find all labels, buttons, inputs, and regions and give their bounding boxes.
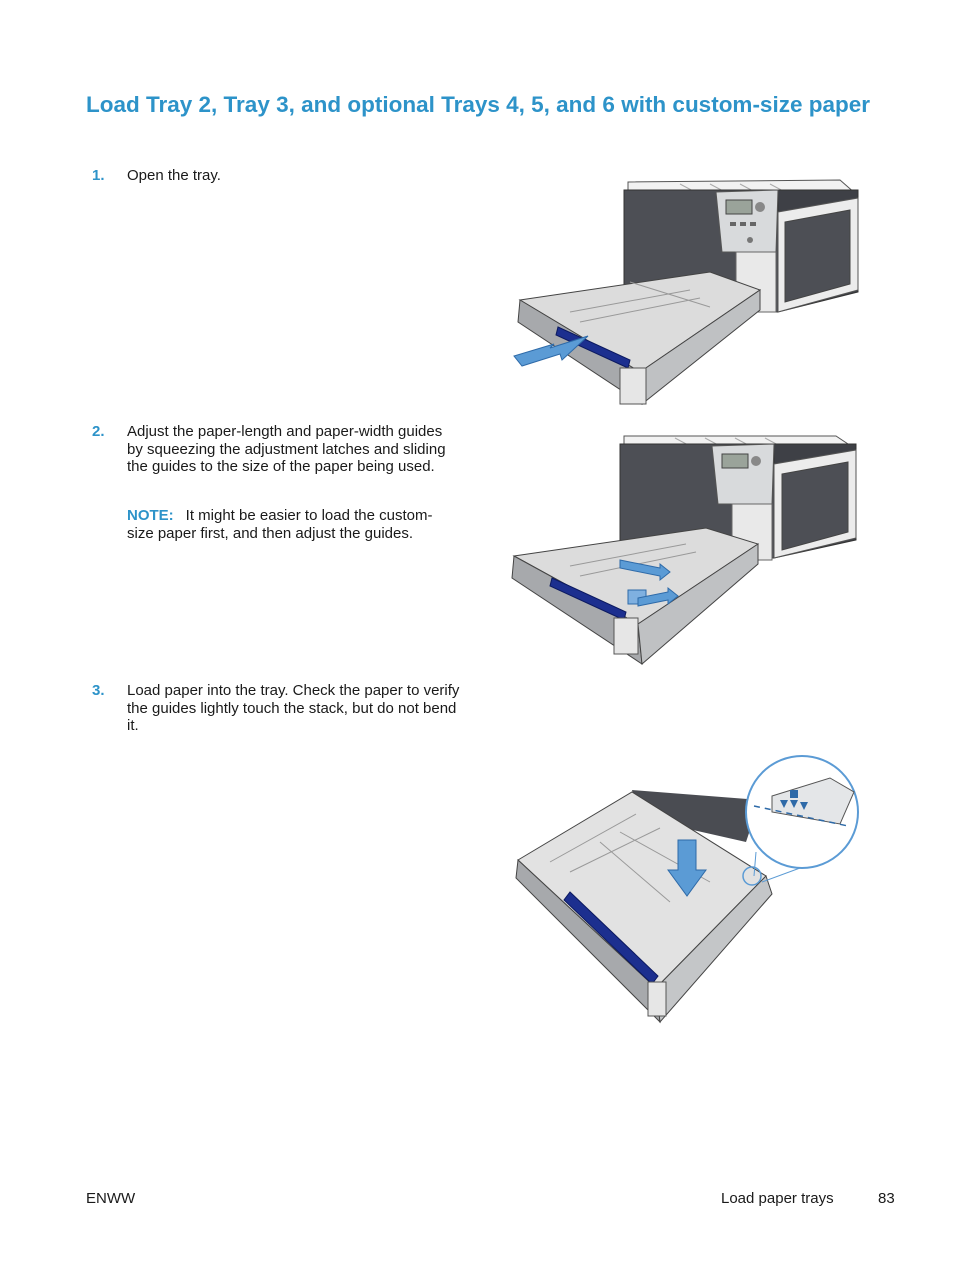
footer-left: ENWW [86, 1190, 136, 1207]
step-2: 2. Adjust the paper-length and paper-wid… [92, 423, 462, 476]
adjust-guides-illustration [511, 435, 857, 666]
note-text: It might be easier to load the custom-si… [127, 507, 433, 542]
step-number: 3. [92, 682, 105, 699]
page-title: Load Tray 2, Tray 3, and optional Trays … [86, 92, 870, 117]
step-number: 2. [92, 423, 105, 440]
footer-section: Load paper trays [721, 1190, 834, 1207]
step-3: 3. Load paper into the tray. Check the p… [92, 682, 462, 735]
note-label: NOTE: [127, 507, 174, 524]
note: NOTE:It might be easier to load the cust… [127, 507, 457, 542]
page-number: 83 [878, 1190, 895, 1207]
step-text: Adjust the paper-length and paper-width … [127, 423, 446, 475]
step-text: Load paper into the tray. Check the pape… [127, 682, 460, 734]
step-number: 1. [92, 167, 105, 184]
printer-open-tray-illustration [513, 179, 859, 405]
step-text: Open the tray. [127, 167, 221, 184]
load-paper-illustration [515, 755, 859, 1024]
step-1: 1. Open the tray. [92, 167, 462, 185]
